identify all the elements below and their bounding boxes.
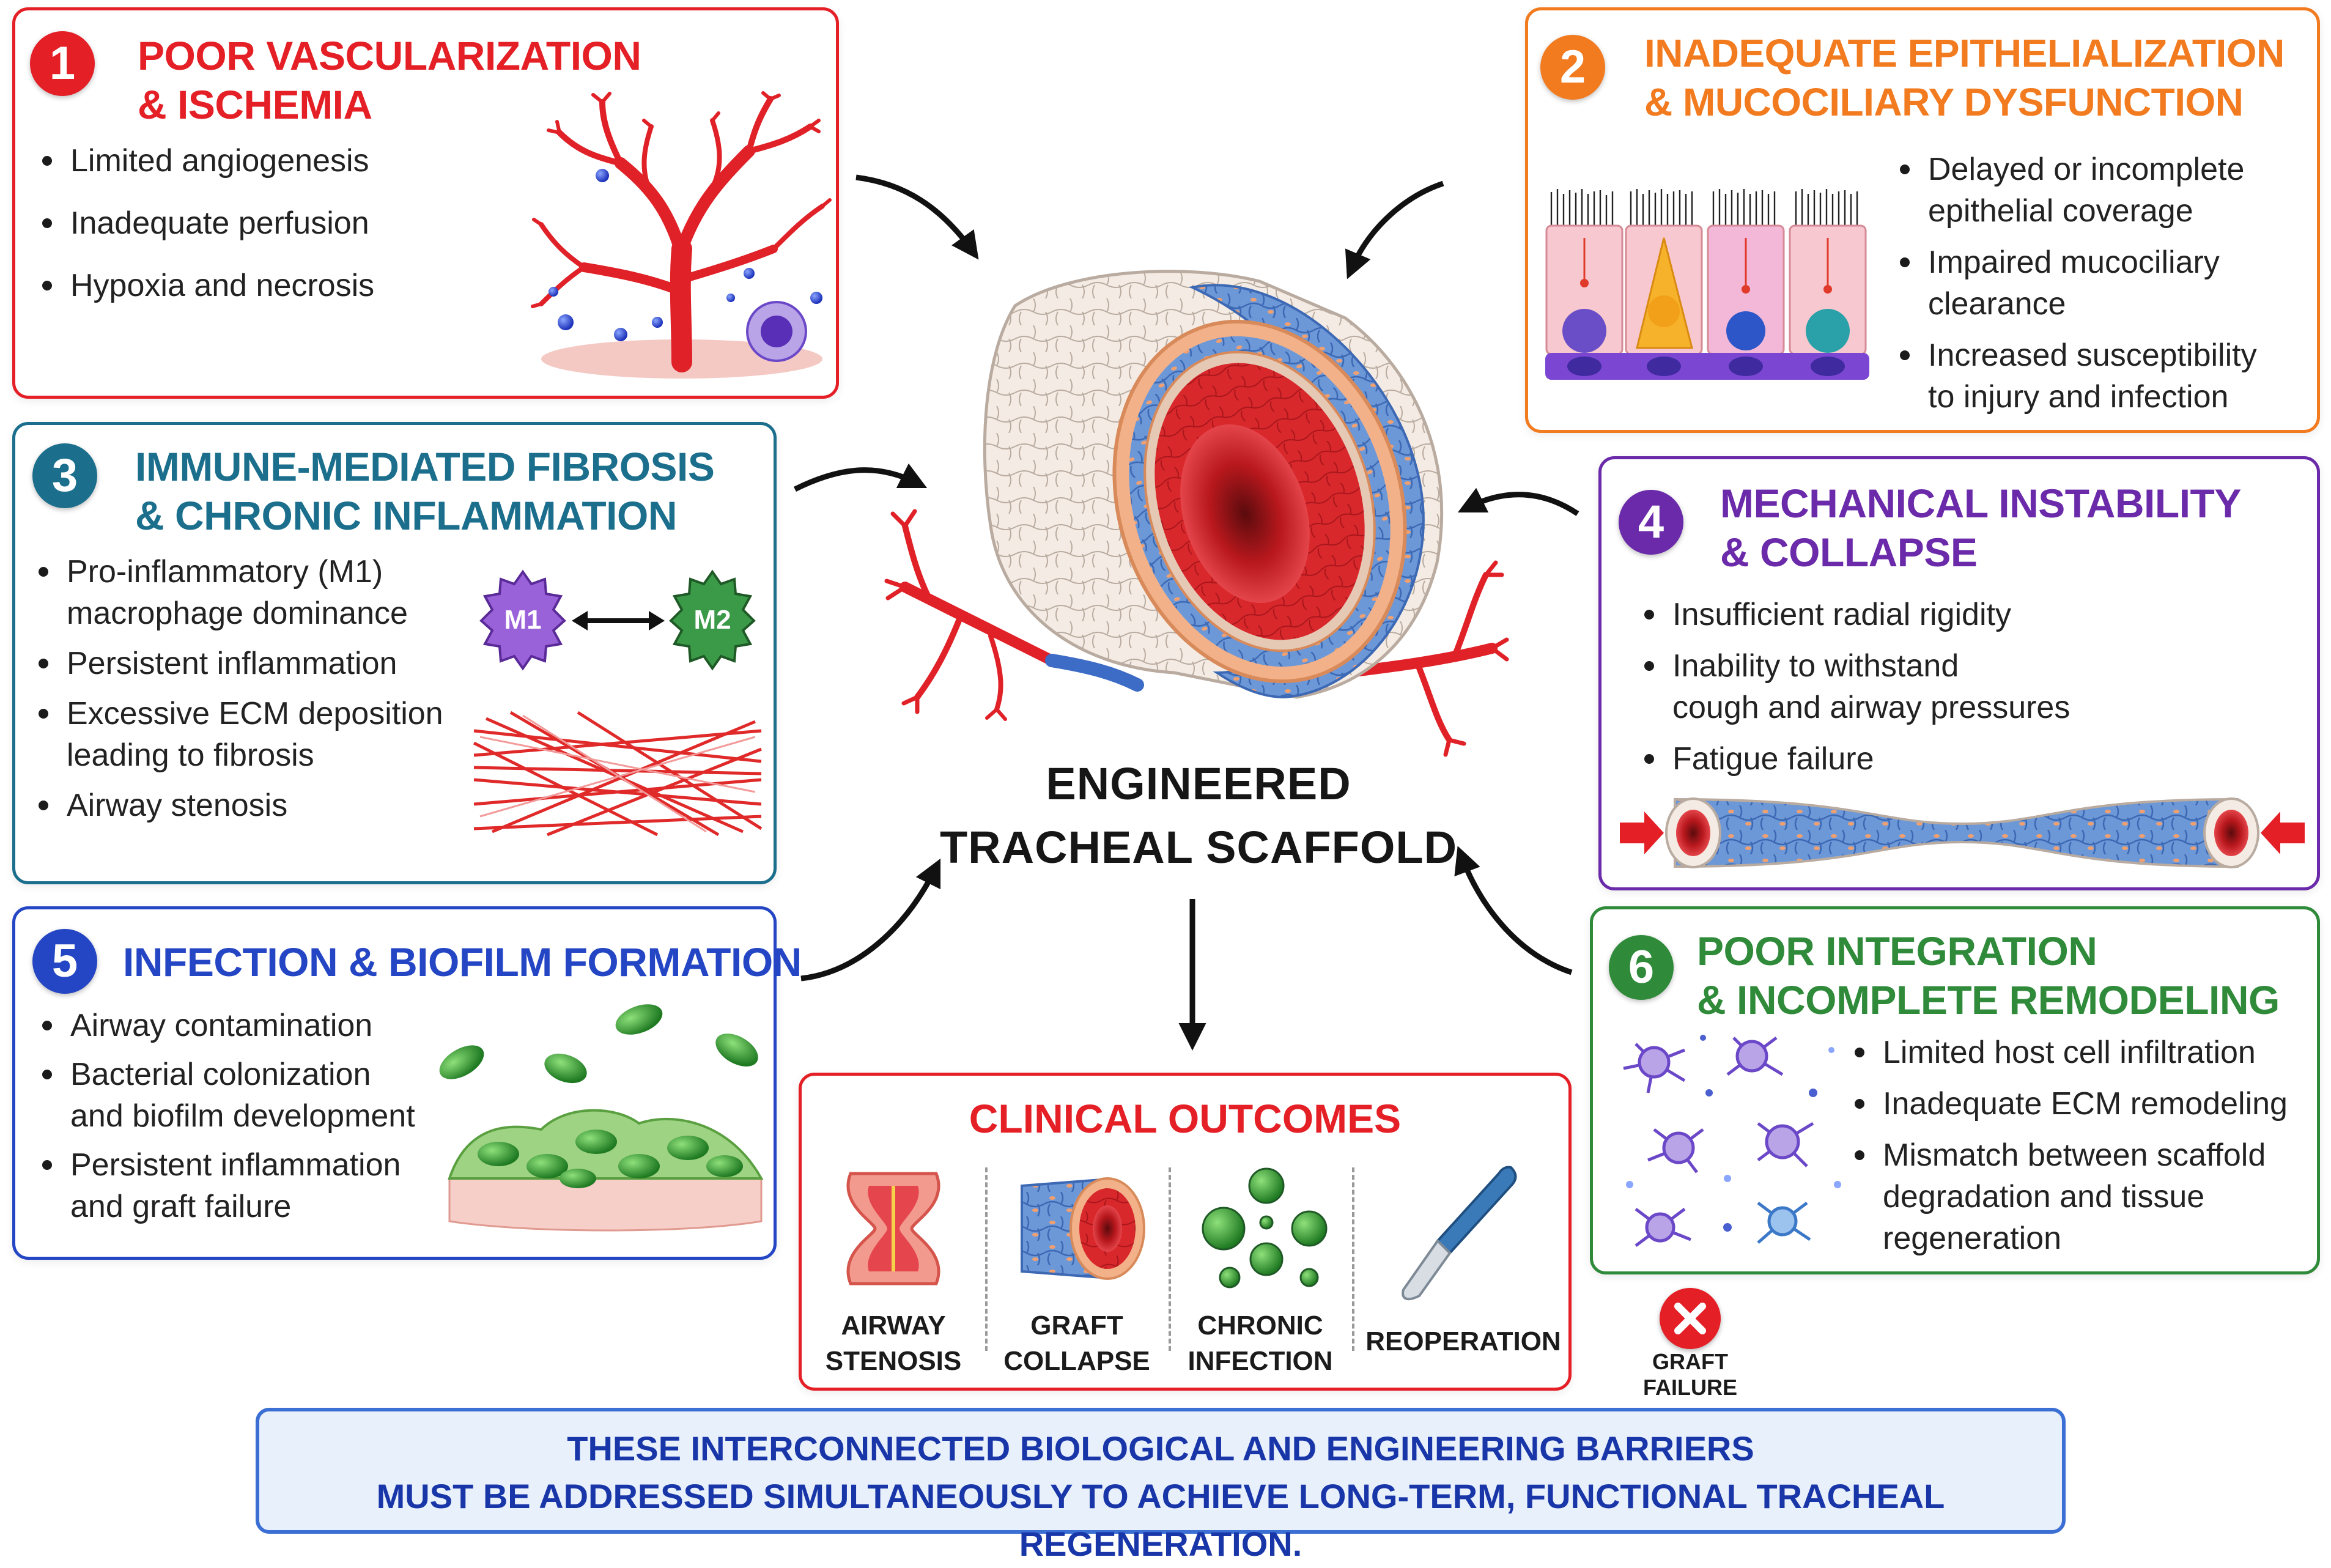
bullet-item: Persistent inflammation <box>34 643 443 684</box>
panel-5-title: INFECTION & BIOFILM FORMATION <box>123 939 802 985</box>
arrow-from-panel-1 <box>855 174 979 260</box>
bullet-item: Limited host cell infiltration <box>1850 1032 2288 1073</box>
arrow-from-panel-6 <box>1454 846 1573 975</box>
panel-1-number-badge: 1 <box>30 31 95 96</box>
panel-integration-remodeling: 6 POOR INTEGRATION & INCOMPLETE REMODELI… <box>1590 906 2320 1274</box>
panel-2-title: INADEQUATE EPITHELIALIZATION & MUCOCILIA… <box>1644 31 2285 124</box>
blood-vessel-illustration <box>531 91 832 379</box>
arrow-from-panel-4 <box>1457 487 1579 516</box>
panel-epithelialization: 2 INADEQUATE EPITHELIALIZATION & MUCOCIL… <box>1525 7 2320 433</box>
outcome-divider <box>1169 1167 1171 1351</box>
bullet-item: Fatigue failure <box>1639 738 2070 780</box>
panel-vascularization: 1 POOR VASCULARIZATION & ISCHEMIA Limite… <box>12 7 839 399</box>
footer-line-2: MUST BE ADDRESSED SIMULTANEOUSLY TO ACHI… <box>376 1477 1945 1563</box>
airway-stenosis-icon <box>846 1172 940 1285</box>
bullet-item: Hypoxia and necrosis <box>37 265 374 306</box>
panel-5-number-badge: 5 <box>32 929 97 994</box>
bullet-item: Pro-inflammatory (M1)macrophage dominanc… <box>34 551 443 634</box>
tracheal-scaffold-illustration <box>884 270 1509 757</box>
graft-failure-icon <box>1660 1288 1721 1349</box>
panel-3-bullets: Pro-inflammatory (M1)macrophage dominanc… <box>34 551 443 826</box>
panel-6-number-badge: 6 <box>1609 935 1674 1000</box>
clinical-outcomes-title: CLINICAL OUTCOMES <box>969 1096 1402 1141</box>
chronic-infection-icon <box>1202 1167 1328 1289</box>
bullet-item: Inadequate perfusion <box>37 202 374 244</box>
panel-infection-biofilm: 5 INFECTION & BIOFILM FORMATION Airway c… <box>12 906 802 1260</box>
bullet-item: Airway stenosis <box>34 785 443 826</box>
arrow-from-panel-5 <box>800 858 941 982</box>
footer-banner: THESE INTERCONNECTED BIOLOGICAL AND ENGI… <box>256 1408 2066 1563</box>
fibrosis-fibers-illustration <box>473 711 763 837</box>
panel-1-bullets: Limited angiogenesis Inadequate perfusio… <box>37 140 374 306</box>
panel-3-title: IMMUNE-MEDIATED FIBROSIS & CHRONIC INFLA… <box>135 444 715 538</box>
panel-4-title: MECHANICAL INSTABILITY & COLLAPSE <box>1720 481 2241 575</box>
macrophage-m1-m2-illustration <box>479 569 756 671</box>
bullet-item: Airway contamination <box>37 1005 415 1046</box>
center-title: ENGINEERED TRACHEAL SCAFFOLD <box>939 758 1458 873</box>
collapsed-tube-illustration <box>1620 797 2305 868</box>
graft-collapse-icon <box>1021 1177 1145 1280</box>
panel-mechanical-instability: 4 MECHANICAL INSTABILITY & COLLAPSE Insu… <box>1598 456 2320 890</box>
panel-6-bullets: Limited host cell infiltration Inadequat… <box>1850 1032 2288 1259</box>
panel-6-title: POOR INTEGRATION & INCOMPLETE REMODELING <box>1697 928 2280 1023</box>
cell-infiltration-illustration <box>1623 1035 1841 1247</box>
bullet-item: Inadequate ECM remodeling <box>1850 1083 2288 1125</box>
arrow-from-panel-3 <box>793 463 928 492</box>
bullet-item: Insufficient radial rigidity <box>1639 594 2070 635</box>
biofilm-illustration <box>439 1004 764 1232</box>
panel-4-number-badge: 4 <box>1619 490 1683 555</box>
footer-line-1: THESE INTERCONNECTED BIOLOGICAL AND ENGI… <box>567 1429 1754 1468</box>
arrow-from-panel-2 <box>1345 180 1444 279</box>
panel-3-number-badge: 3 <box>32 443 97 508</box>
outcome-divider <box>985 1167 988 1351</box>
outcome-divider <box>1352 1167 1354 1351</box>
panel-immune-fibrosis: 3 IMMUNE-MEDIATED FIBROSIS & CHRONIC INF… <box>12 422 777 884</box>
panel-2-number-badge: 2 <box>1540 35 1605 100</box>
m2-label: M2 <box>693 605 731 635</box>
bullet-item: Limited angiogenesis <box>37 140 374 182</box>
outcome-label-reoperation: REOPERATION <box>1365 1326 1561 1356</box>
scalpel-icon <box>1402 1166 1517 1301</box>
panel-5-bullets: Airway contamination Bacterial colonizat… <box>37 1005 415 1227</box>
panel-1-title: POOR VASCULARIZATION & ISCHEMIA <box>138 33 641 127</box>
panel-4-bullets: Insufficient radial rigidity Inability t… <box>1639 594 2070 780</box>
epithelium-illustration <box>1545 189 1869 380</box>
m1-label: M1 <box>504 605 542 635</box>
